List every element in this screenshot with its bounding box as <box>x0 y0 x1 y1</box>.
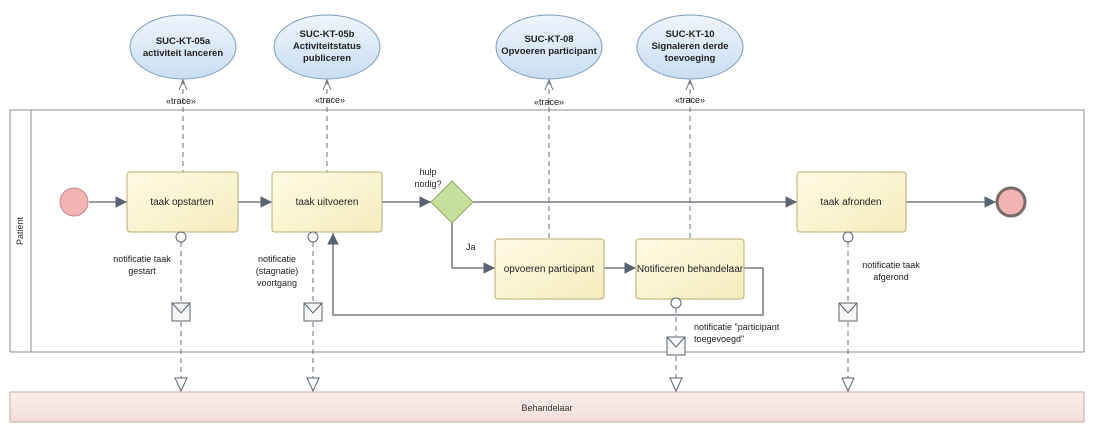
task-label: Notificeren behandelaar <box>637 264 744 275</box>
sequence-flows <box>89 196 996 316</box>
task-label: taak uitvoeren <box>296 197 359 208</box>
envelope-icon <box>838 302 858 322</box>
end-event[interactable] <box>995 186 1027 218</box>
use-case-name: toevoeging <box>665 53 716 64</box>
envelope-icon <box>666 336 686 356</box>
trace-label: «trace» <box>675 95 705 105</box>
pool-label: Patiënt <box>15 216 25 245</box>
use-case-name: Opvoeren participant <box>501 46 597 57</box>
message-label: notificatie <box>258 254 296 264</box>
message-label: gestart <box>128 266 156 276</box>
task-label: taak opstarten <box>150 197 213 208</box>
trace-label: «trace» <box>534 97 564 107</box>
gateway-label: hulp <box>419 167 436 177</box>
use-case-id: SUC-KT-05b <box>300 29 355 40</box>
message-label: voortgang <box>257 278 297 288</box>
message-label: notificatie "participant <box>694 322 780 332</box>
task-label: opvoeren participant <box>504 264 595 275</box>
message-flows <box>180 242 849 380</box>
use-case-id: SUC-KT-08 <box>524 34 573 45</box>
flow-label-ja: Ja <box>466 242 476 252</box>
use-case-05b[interactable]: SUC-KT-05b Activiteitstatus publiceren <box>273 14 381 80</box>
message-label: notificatie taak <box>862 260 920 270</box>
trace-links <box>178 78 695 239</box>
lane-behandelaar: Behandelaar <box>9 391 1085 423</box>
task-notificeren-behandelaar[interactable]: Notificeren behandelaar <box>635 238 745 300</box>
use-case-08[interactable]: SUC-KT-08 Opvoeren participant <box>495 14 603 80</box>
trace-label: «trace» <box>315 95 345 105</box>
task-taak-afronden[interactable]: taak afronden <box>796 171 907 233</box>
envelope-icon <box>171 302 191 322</box>
use-case-name: publiceren <box>303 53 351 64</box>
message-label: afgerond <box>873 272 909 282</box>
use-case-name: activiteit lanceren <box>143 48 223 59</box>
message-label: notificatie taak <box>113 254 171 264</box>
use-case-name: Signaleren derde <box>651 41 728 52</box>
gateway-hulp-nodig[interactable] <box>430 180 474 224</box>
envelope-icon <box>303 302 323 322</box>
message-label: toegevoegd" <box>694 334 744 344</box>
gateway-label: nodig? <box>414 179 441 189</box>
use-case-05a[interactable]: SUC-KT-05a activiteit lanceren <box>129 14 237 80</box>
start-event[interactable] <box>59 187 89 217</box>
lane-label: Behandelaar <box>521 403 572 413</box>
use-case-id: SUC-KT-05a <box>156 36 211 47</box>
use-case-name: Activiteitstatus <box>293 41 361 52</box>
message-sources <box>175 231 854 309</box>
message-label: (stagnatie) <box>256 266 299 276</box>
use-case-10[interactable]: SUC-KT-10 Signaleren derde toevoeging <box>636 14 744 80</box>
task-label: taak afronden <box>820 197 881 208</box>
message-arrowheads <box>174 377 855 393</box>
task-opvoeren-participant[interactable]: opvoeren participant <box>494 238 605 300</box>
task-taak-uitvoeren[interactable]: taak uitvoeren <box>271 171 383 233</box>
trace-label: «trace» <box>166 96 196 106</box>
use-case-id: SUC-KT-10 <box>665 29 714 40</box>
task-taak-opstarten[interactable]: taak opstarten <box>126 171 239 233</box>
